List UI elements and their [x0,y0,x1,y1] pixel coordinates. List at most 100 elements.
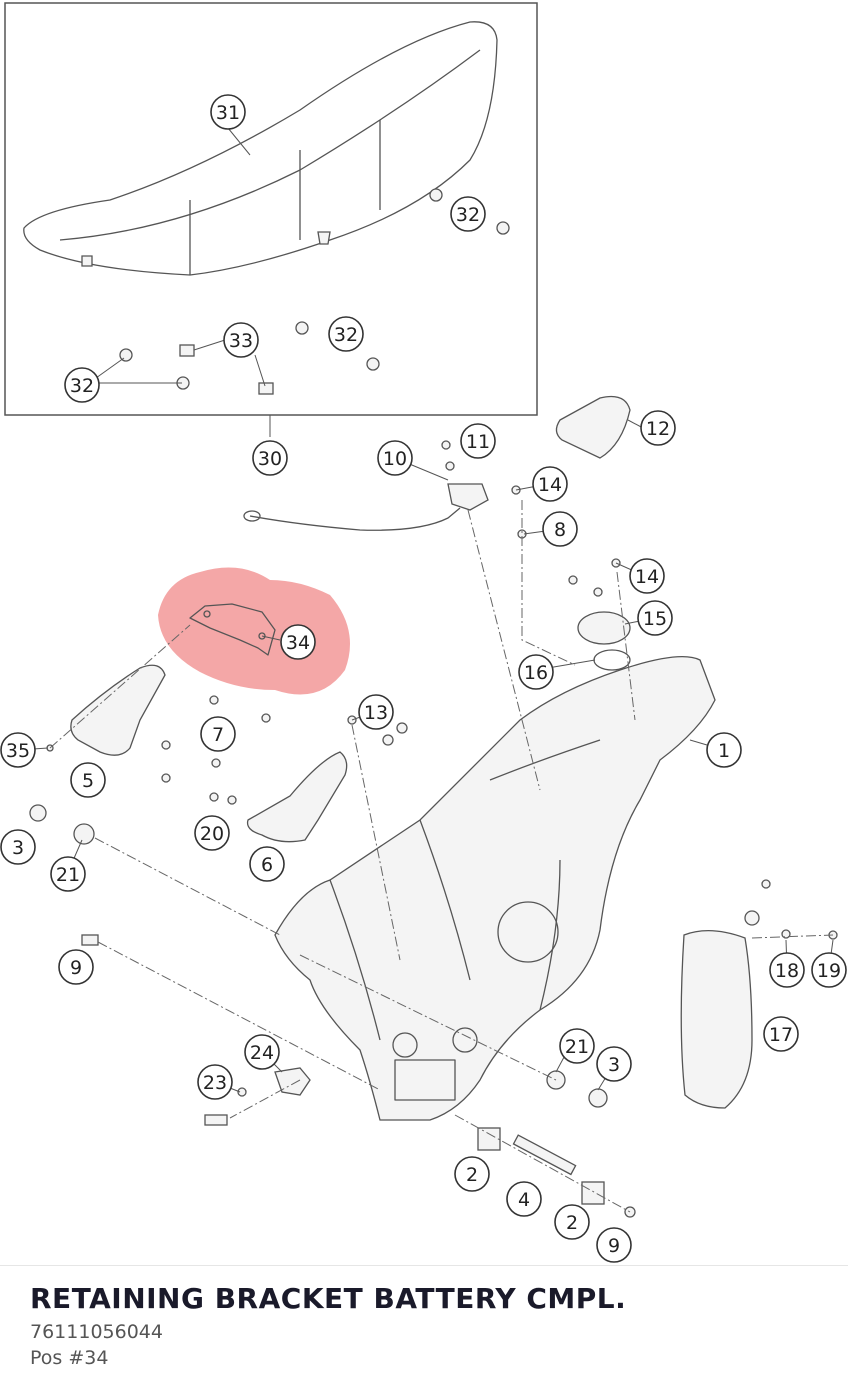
retaining-bracket-battery [189,603,276,656]
callout-label: 17 [769,1024,793,1046]
callout-34[interactable]: 34 [280,624,316,660]
callout-33[interactable]: 33 [223,322,259,358]
callout-32[interactable]: 32 [64,367,100,403]
callout-10[interactable]: 10 [377,440,413,476]
callout-circle [328,316,364,352]
callout-circle [559,1028,595,1064]
callout-30[interactable]: 30 [252,440,288,476]
callout-14[interactable]: 14 [629,558,665,594]
callout-label: 14 [538,474,562,496]
callout-label: 7 [212,724,224,746]
callout-circle [70,762,106,798]
callout-32[interactable]: 32 [450,196,486,232]
callout-circle [596,1046,632,1082]
callout-35[interactable]: 35 [0,732,36,768]
part-title: RETAINING BRACKET BATTERY CMPL. [30,1282,627,1315]
callout-label: 3 [608,1054,620,1076]
callout-15[interactable]: 15 [637,600,673,636]
callout-label: 32 [70,375,94,397]
callout-label: 30 [258,448,282,470]
callout-12[interactable]: 12 [640,410,676,446]
bracket-right [246,751,348,843]
seat-leaders [82,339,266,387]
callout-circle [542,511,578,547]
callout-circle [506,1181,542,1217]
selected-part-highlight [158,567,350,695]
callout-1[interactable]: 1 [706,732,742,768]
callout-label: 16 [524,662,548,684]
filler-cap-cover [555,395,631,459]
callout-label: 24 [250,1042,274,1064]
part-info-panel: RETAINING BRACKET BATTERY CMPL. 76111056… [0,1265,848,1390]
callout-19[interactable]: 19 [811,952,847,988]
callout-label: 34 [286,632,310,654]
callout-circle [58,949,94,985]
callout-3[interactable]: 3 [0,829,36,865]
callout-23[interactable]: 23 [197,1064,233,1100]
callout-label: 4 [518,1189,530,1211]
fuel-tank [274,656,716,1121]
callout-13[interactable]: 13 [358,694,394,730]
callout-31[interactable]: 31 [210,94,246,130]
callout-circle [200,716,236,752]
callout-circle [377,440,413,476]
tank-opening [497,901,559,963]
callout-circle [554,1204,590,1240]
seat-nuts [119,188,510,395]
callout-circle [532,466,568,502]
callout-circle [706,732,742,768]
callout-9[interactable]: 9 [596,1227,632,1263]
callout-label: 1 [718,740,730,762]
callout-label: 21 [565,1036,589,1058]
seat-hook [317,231,331,245]
callout-label: 10 [383,448,407,470]
callout-3[interactable]: 3 [596,1046,632,1082]
callout-32[interactable]: 32 [328,316,364,352]
callout-circle [223,322,259,358]
callout-6[interactable]: 6 [249,846,285,882]
fuel-pump-ring [577,611,631,645]
callout-circle [460,423,496,459]
callout-circle [64,367,100,403]
callout-21[interactable]: 21 [559,1028,595,1064]
callout-9[interactable]: 9 [58,949,94,985]
callout-5[interactable]: 5 [70,762,106,798]
callout-24[interactable]: 24 [244,1034,280,1070]
callout-label: 31 [216,102,240,124]
callout-11[interactable]: 11 [460,423,496,459]
side-cover [680,930,753,1109]
callout-4[interactable]: 4 [506,1181,542,1217]
callout-circle [0,829,36,865]
callout-label: 12 [646,418,670,440]
callout-circle [244,1034,280,1070]
callout-circle [0,732,36,768]
callout-label: 23 [203,1072,227,1094]
callout-16[interactable]: 16 [518,654,554,690]
callout-label: 9 [70,957,82,979]
callout-circle [197,1064,233,1100]
callout-18[interactable]: 18 [769,952,805,988]
callout-circle [518,654,554,690]
callout-label: 13 [364,702,388,724]
callout-7[interactable]: 7 [200,716,236,752]
callout-2[interactable]: 2 [454,1156,490,1192]
callout-14[interactable]: 14 [532,466,568,502]
seat-group-frame [4,2,538,416]
callout-20[interactable]: 20 [194,815,230,851]
callout-17[interactable]: 17 [763,1016,799,1052]
callout-label: 21 [56,864,80,886]
callout-label: 14 [635,566,659,588]
callout-circle [210,94,246,130]
callout-21[interactable]: 21 [50,856,86,892]
callout-circle [280,624,316,660]
callout-circle [194,815,230,851]
callout-label: 2 [566,1212,578,1234]
callout-circle [629,558,665,594]
callout-8[interactable]: 8 [542,511,578,547]
callout-circle [763,1016,799,1052]
seat [23,21,498,276]
callout-2[interactable]: 2 [554,1204,590,1240]
